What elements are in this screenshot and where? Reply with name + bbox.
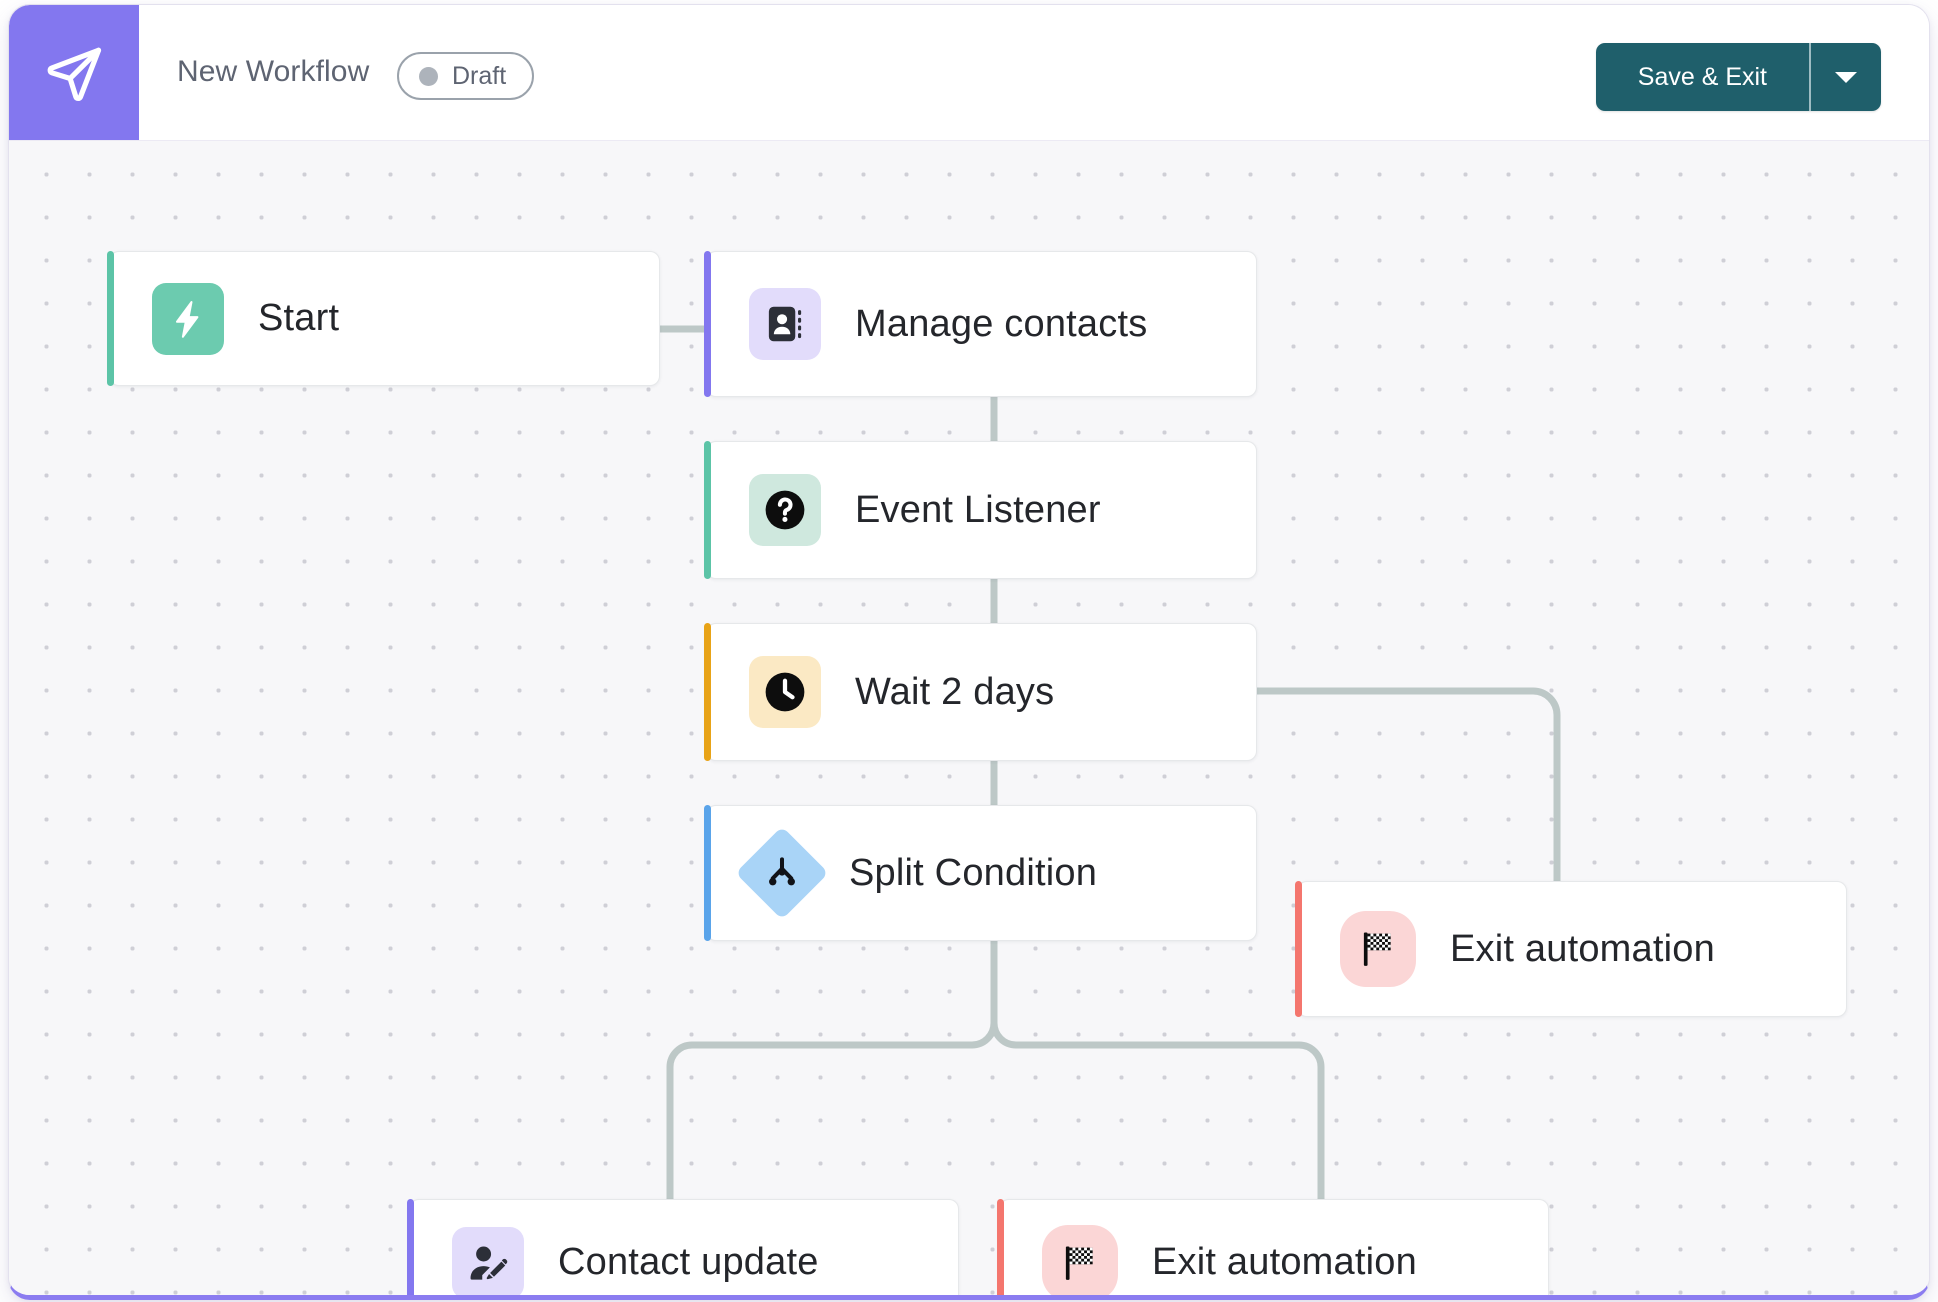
workflow-node-split-condition[interactable]: Split Condition: [704, 805, 1257, 941]
node-label: Start: [258, 297, 340, 339]
workflow-node-manage-contacts[interactable]: Manage contacts: [704, 251, 1257, 397]
send-plane-icon: [43, 42, 105, 104]
workflow-canvas[interactable]: Start Manage contacts: [9, 141, 1929, 1295]
node-label: Event Listener: [855, 488, 1101, 531]
workflow-builder-window: New Workflow Draft Save & Exit: [8, 4, 1930, 1300]
node-accent-bar: [704, 251, 711, 397]
connector-layer: [656, 325, 1561, 1203]
workflow-node-exit-automation-bottom[interactable]: Exit automation: [997, 1199, 1549, 1295]
clock-icon: [749, 656, 821, 728]
edge-split-to-exit-bottom: [990, 937, 1325, 1203]
node-label: Exit automation: [1450, 927, 1715, 970]
person-edit-icon: [452, 1226, 524, 1295]
workflow-node-wait-2-days[interactable]: Wait 2 days: [704, 623, 1257, 761]
node-accent-bar: [997, 1199, 1004, 1295]
node-label: Contact update: [558, 1241, 819, 1283]
workflow-node-start[interactable]: Start: [107, 251, 660, 386]
status-dot-icon: [419, 66, 438, 86]
workflow-node-contact-update[interactable]: Contact update: [407, 1199, 959, 1295]
save-options-dropdown-button[interactable]: [1809, 43, 1881, 111]
node-accent-bar: [407, 1199, 414, 1295]
node-accent-bar: [704, 805, 711, 941]
question-circle-icon: [749, 474, 821, 546]
node-label: Exit automation: [1152, 1241, 1417, 1283]
node-accent-bar: [704, 441, 711, 579]
lightning-bolt-icon: [152, 282, 224, 355]
node-label: Manage contacts: [855, 302, 1148, 345]
branch-split-icon: [735, 826, 829, 920]
workflow-node-event-listener[interactable]: Event Listener: [704, 441, 1257, 579]
node-label: Wait 2 days: [855, 670, 1055, 713]
edge-split-to-contact-update: [666, 937, 998, 1203]
chevron-down-icon: [1835, 71, 1857, 83]
save-and-exit-button[interactable]: Save & Exit: [1595, 43, 1809, 111]
app-logo[interactable]: [9, 5, 139, 140]
edge-wait-to-exit-right: [1248, 687, 1561, 885]
page-title: New Workflow: [177, 55, 370, 88]
checkered-flag-icon: [1340, 911, 1416, 987]
workflow-node-exit-automation-right[interactable]: Exit automation: [1295, 881, 1847, 1017]
status-badge-label: Draft: [452, 61, 507, 90]
checkered-flag-icon: [1042, 1224, 1118, 1295]
contact-book-icon: [749, 288, 821, 360]
status-badge[interactable]: Draft: [397, 52, 535, 100]
node-accent-bar: [107, 251, 114, 386]
top-bar: New Workflow Draft Save & Exit: [9, 5, 1929, 141]
node-accent-bar: [1295, 881, 1302, 1017]
save-button-group: Save & Exit: [1595, 43, 1881, 111]
node-accent-bar: [704, 623, 711, 761]
node-label: Split Condition: [849, 851, 1098, 894]
